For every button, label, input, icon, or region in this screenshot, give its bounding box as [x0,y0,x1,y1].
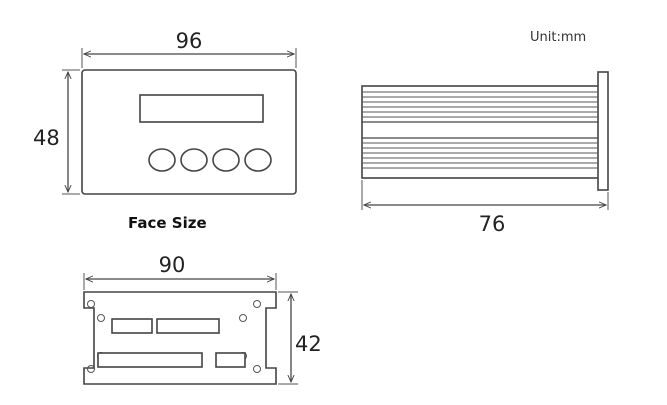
mount-hole [97,314,105,322]
rear-panel-view [83,291,277,385]
front-panel-view [81,69,297,195]
side-body-outline [361,85,601,179]
side-length-label: 76 [479,212,506,236]
mount-hole [253,365,261,373]
front-width-label: 96 [176,29,203,53]
terminal-block-2 [156,318,220,334]
mount-hole [87,365,95,373]
rear-panel-outline [83,291,277,385]
rear-height-dimension: 42 [278,291,322,385]
mount-hole [253,300,261,308]
panel-button-1 [148,148,176,172]
panel-button-2 [180,148,208,172]
front-height-dimension: 48 [33,69,80,195]
front-panel-outline [81,69,297,195]
side-length-dimension: 76 [361,180,609,236]
front-width-dimension: 96 [81,29,297,68]
display-window [139,94,264,123]
panel-button-3 [212,148,240,172]
side-front-bezel [597,71,609,191]
terminal-block-4 [215,352,246,368]
rear-height-label: 42 [295,332,322,356]
mount-hole [87,300,95,308]
terminal-block-3 [97,352,203,368]
front-height-label: 48 [33,126,60,150]
rear-width-dimension: 90 [83,253,277,290]
face-size-caption: Face Size [128,214,207,232]
side-view [361,71,609,191]
terminal-block-1 [111,318,153,334]
rear-width-label: 90 [159,253,186,277]
mount-hole [239,314,247,322]
panel-button-4 [244,148,272,172]
unit-label: Unit:mm [530,30,586,45]
